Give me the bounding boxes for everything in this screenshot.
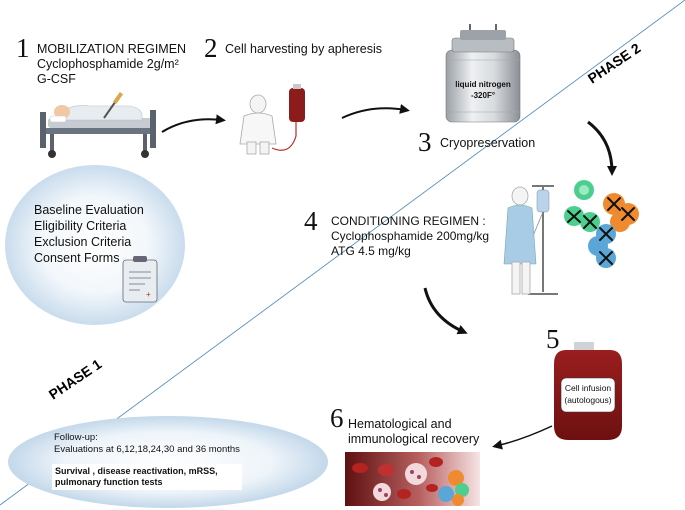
depleted-cells-icon	[564, 180, 639, 268]
step-4-line1: Cyclophosphamide 200mg/kg	[331, 229, 490, 243]
arrow-5-to-6	[492, 425, 553, 450]
arrow-1-to-2	[161, 114, 226, 133]
hospital-bed-icon	[40, 91, 156, 158]
followup-ellipse	[8, 416, 328, 508]
step-5-number: 5	[546, 324, 560, 354]
phase-1-label: PHASE 1	[46, 356, 105, 403]
baseline-item-eligibility: Eligibility Criteria	[34, 219, 127, 233]
followup-outcomes-line2: pulmonary function tests	[55, 477, 163, 487]
svg-text:+: +	[146, 290, 151, 299]
step-6-line2: immunological recovery	[348, 432, 480, 446]
arrow-3-to-4	[587, 120, 617, 176]
baseline-item-evaluation: Baseline Evaluation	[34, 203, 144, 217]
tank-label-line1: liquid nitrogen	[455, 80, 511, 89]
baseline-item-exclusion: Exclusion Criteria	[34, 235, 132, 249]
step-4-title: CONDITIONING REGIMEN :	[331, 214, 486, 228]
followup-outcomes-line1: Survival , disease reactivation, mRSS,	[55, 466, 218, 476]
arrow-4-to-5	[423, 287, 468, 335]
apheresis-patient-icon	[239, 84, 305, 155]
consent-form-clipboard-icon: +	[122, 256, 158, 303]
step-3-title: Cryopreservation	[440, 136, 536, 150]
recovery-blood-cells-icon	[345, 452, 480, 506]
phase-2-label: PHASE 2	[585, 40, 644, 87]
step-1-line2: G-CSF	[37, 72, 76, 86]
liquid-nitrogen-tank-icon	[445, 24, 521, 123]
step-2-title: Cell harvesting by apheresis	[225, 42, 383, 56]
step-6-line1: Hematological and	[348, 417, 452, 431]
step-1-line1: Cyclophosphamide 2g/m²	[37, 57, 179, 71]
followup-outcomes-box	[52, 464, 242, 490]
step-1-title: MOBILIZATION REGIMEN	[37, 42, 187, 56]
blood-bag-icon	[554, 342, 622, 440]
step-6-number: 6	[330, 403, 344, 433]
step-4-line2: ATG 4.5 mg/kg	[331, 244, 411, 258]
bag-label-line1: Cell infusion	[565, 383, 612, 393]
step-1-number: 1	[16, 33, 30, 63]
iv-infusion-patient-icon	[503, 185, 558, 295]
bag-label-line2: (autologous)	[564, 395, 611, 405]
baseline-item-consent: Consent Forms	[34, 251, 120, 265]
tank-label-line2: -320F°	[471, 91, 495, 100]
followup-label: Follow-up:	[54, 432, 98, 443]
step-3-number: 3	[418, 127, 432, 157]
followup-schedule: Evaluations at 6,12,18,24,30 and 36 mont…	[54, 444, 240, 455]
arrow-2-to-3	[341, 104, 410, 119]
step-2-number: 2	[204, 33, 218, 63]
step-4-number: 4	[304, 206, 318, 236]
